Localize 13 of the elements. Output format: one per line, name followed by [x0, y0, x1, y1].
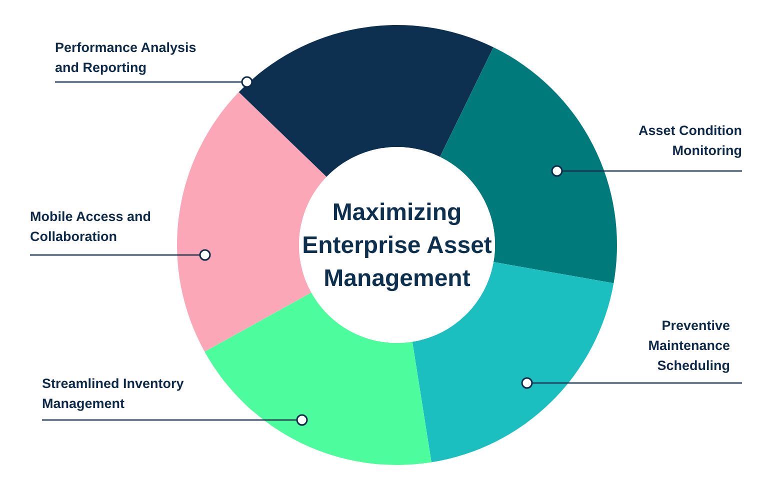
leader-line [521, 377, 742, 389]
leader-line [55, 76, 253, 88]
leader-line [30, 249, 211, 261]
segment-label: Preventive Maintenance Scheduling [620, 316, 730, 383]
leader-line [551, 165, 742, 177]
segment-label: Mobile Access and Collaboration [30, 207, 180, 255]
leader-line [42, 414, 308, 426]
donut-segment [204, 292, 432, 465]
center-title: Maximizing Enterprise Asset Management [301, 198, 493, 294]
donut-segment [238, 25, 494, 177]
segment-label: Streamlined Inventory Management [42, 374, 217, 420]
segment-label: Asset Condition Monitoring [600, 121, 742, 171]
segment-label: Performance Analysis and Reporting [55, 38, 215, 82]
